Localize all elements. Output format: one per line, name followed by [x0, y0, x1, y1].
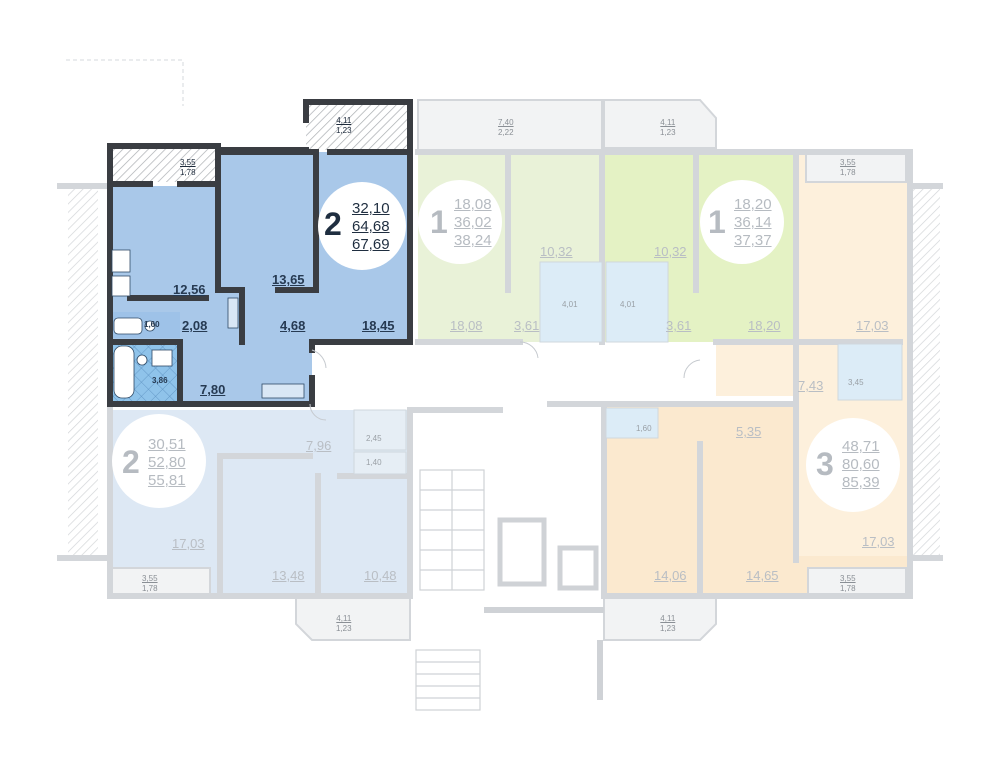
room-area-bathroom: 3,86: [152, 376, 168, 385]
apt-2b-hall: 7,96: [306, 438, 332, 453]
apt-1b-rooms: 1: [708, 204, 726, 240]
apt-1b-badge[interactable]: 1 18,20 36,14 37,37: [700, 180, 784, 264]
apt-2b-room-left: 17,03: [172, 536, 205, 551]
room-area-wc: 1,60: [144, 320, 160, 329]
apt-1b-bath: 4,01: [620, 300, 636, 309]
balcony-bottom-left: 3,55 1,78: [142, 574, 158, 593]
apt-1b-hall: 3,61: [666, 318, 692, 333]
apt-1a-room: 18,08: [450, 318, 483, 333]
balcony-bottom-right: 3,55 1,78: [840, 574, 856, 593]
apt-3-areas: 48,71 80,60 85,39: [842, 438, 880, 491]
active-apartment-badge[interactable]: 2 32,10 64,68 67,69: [318, 182, 406, 270]
balcony-right-top: 3,55 1,78: [840, 158, 856, 177]
doors: [309, 341, 701, 421]
apt-2b-rooms: 2: [122, 444, 140, 480]
apt-1b-areas: 18,20 36,14 37,37: [734, 196, 772, 249]
rooms-count: 2: [324, 206, 342, 242]
apt-1b-kitchen: 10,32: [654, 244, 687, 259]
apt-3-rooms: 3: [816, 446, 834, 482]
site-outline: [66, 59, 184, 106]
balcony-bottom-center-left: 4,11 1,23: [336, 614, 352, 633]
apt-3-corridor: 5,35: [736, 424, 762, 439]
apt-1a-hall: 3,61: [514, 318, 540, 333]
apt-3-bath: 3,45: [848, 378, 864, 387]
apt-2b-room-mid: 13,48: [272, 568, 305, 583]
room-area-corridor: 4,68: [280, 318, 306, 333]
apt-1a-areas: 18,08 36,02 38,24: [454, 196, 492, 249]
balcony-bottom-center-right: 4,11 1,23: [660, 614, 676, 633]
room-area-kitchen: 12,56: [173, 282, 206, 297]
right-facade-hatch: [910, 186, 940, 558]
room-area-hall: 7,80: [200, 382, 226, 397]
living-area: 32,10: [352, 200, 390, 217]
full-area: 67,69: [352, 236, 390, 253]
apt-1a-kitchen: 10,32: [540, 244, 573, 259]
balcony-top-active: 4,11 1,23: [336, 116, 352, 135]
balcony-top-right: 4,11 1,23: [660, 118, 676, 137]
apt-3-room-mid: 14,65: [746, 568, 779, 583]
faint-bathrooms: [353, 261, 903, 475]
area-values: 32,10 64,68 67,69: [352, 200, 390, 254]
apt-3-room-left: 14,06: [654, 568, 687, 583]
apt-1a-rooms: 1: [430, 204, 448, 240]
active-apartment-shape: [110, 102, 410, 404]
apt-2b-areas: 30,51 52,80 55,81: [148, 436, 186, 489]
active-apartment-fixtures: [111, 249, 305, 399]
apt-3-room-bottom: 17,03: [862, 534, 895, 549]
apt-1a-bath: 4,01: [562, 300, 578, 309]
room-area-bedroom: 13,65: [272, 272, 305, 287]
left-facade-hatch: [68, 186, 98, 558]
active-apartment-walls: [107, 99, 413, 407]
stairwell: [415, 469, 604, 711]
faint-walls: [57, 149, 943, 599]
balcony-left-active: 3,55 1,78: [180, 158, 196, 177]
apt-1b-room: 18,20: [748, 318, 781, 333]
total-area: 64,68: [352, 218, 390, 235]
balcony-top-center: 7,40 2,22: [498, 118, 514, 137]
apt-3-badge[interactable]: 3 48,71 80,60 85,39: [806, 418, 900, 512]
apt-2b-wc: 1,40: [366, 458, 382, 467]
room-area-living: 18,45: [362, 318, 395, 333]
apt-1a-badge[interactable]: 1 18,08 36,02 38,24: [418, 180, 502, 264]
apt-2b-kitchen: 10,48: [364, 568, 397, 583]
apt-3-room-top: 17,03: [856, 318, 889, 333]
apt-2b-bath: 2,45: [366, 434, 382, 443]
apt-3-wc: 1,60: [636, 424, 652, 433]
apt-3-hall: 7,43: [798, 378, 824, 393]
room-area-closet: 2,08: [182, 318, 208, 333]
apt-2b-badge[interactable]: 2 30,51 52,80 55,81: [112, 414, 206, 508]
